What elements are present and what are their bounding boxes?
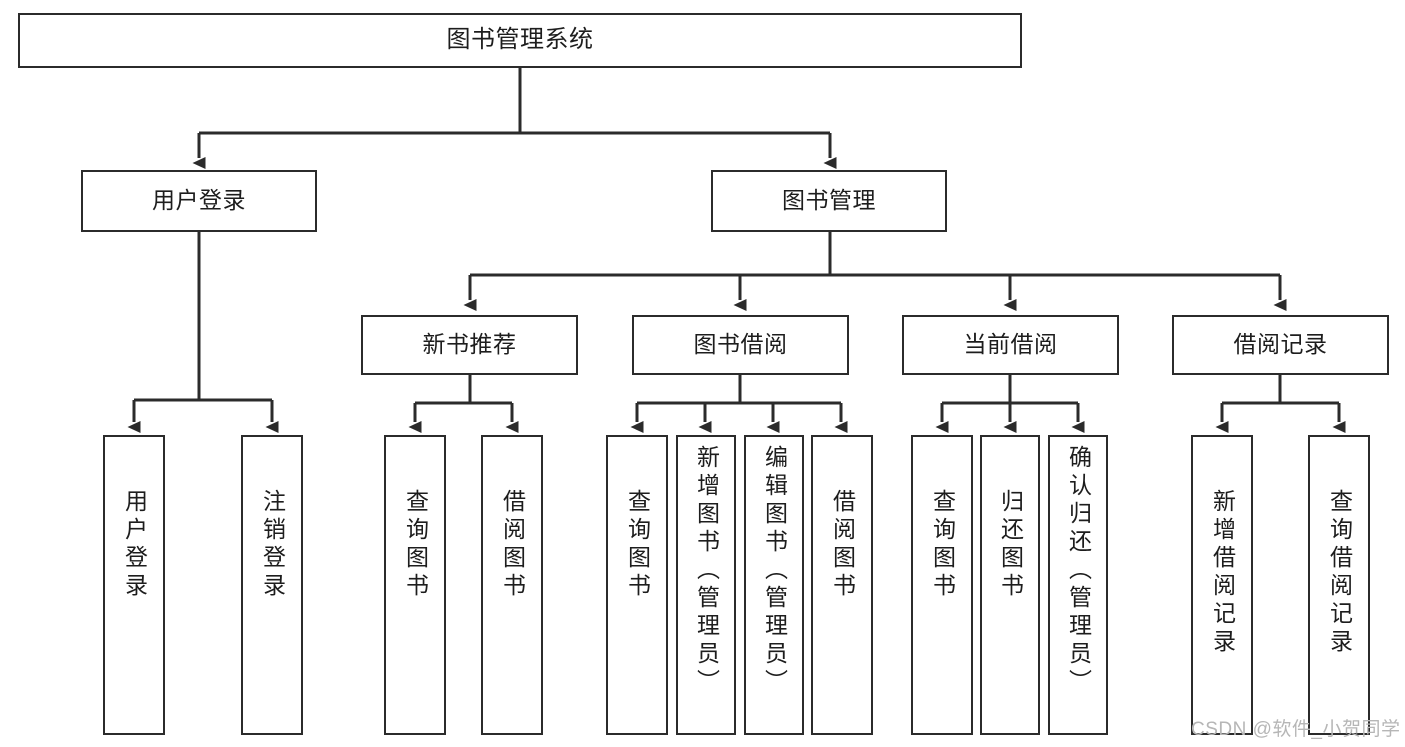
node-label: 借阅记录 [1233, 331, 1328, 358]
leaf-edit-book-admin[interactable]: 编辑图书（管理员） [744, 435, 804, 735]
node-label: 图书管理系统 [446, 26, 594, 54]
leaf-query-borrow-record[interactable]: 查询借阅记录 [1308, 435, 1370, 735]
node-label: 查询图书 [624, 489, 651, 601]
csdn-watermark: CSDN @软件_小贺同学 [1191, 719, 1401, 740]
node-label: 新增图书（管理员） [693, 445, 720, 697]
leaf-borrow-book-recommend[interactable]: 借阅图书 [481, 435, 543, 735]
node-label: 确认归还（管理员） [1065, 445, 1092, 697]
node-label: 借阅图书 [499, 489, 526, 601]
node-label: 借阅图书 [829, 489, 856, 601]
node-borrow-records[interactable]: 借阅记录 [1172, 315, 1389, 375]
node-label: 新增借阅记录 [1209, 489, 1236, 657]
leaf-logout[interactable]: 注销登录 [241, 435, 303, 735]
node-label: 查询图书 [929, 489, 956, 601]
node-label: 注销登录 [259, 489, 286, 601]
node-label: 用户登录 [152, 187, 246, 214]
node-label: 新书推荐 [422, 331, 517, 358]
leaf-query-book-recommend[interactable]: 查询图书 [384, 435, 446, 735]
leaf-return-book[interactable]: 归还图书 [980, 435, 1040, 735]
node-root-system[interactable]: 图书管理系统 [18, 13, 1022, 68]
leaf-query-book-borrow[interactable]: 查询图书 [606, 435, 668, 735]
node-book-management[interactable]: 图书管理 [711, 170, 947, 232]
leaf-confirm-return-admin[interactable]: 确认归还（管理员） [1048, 435, 1108, 735]
node-label: 编辑图书（管理员） [761, 445, 788, 697]
leaf-user-login[interactable]: 用户登录 [103, 435, 165, 735]
leaf-borrow-book[interactable]: 借阅图书 [811, 435, 873, 735]
node-label: 查询图书 [402, 489, 429, 601]
node-current-borrow[interactable]: 当前借阅 [902, 315, 1119, 375]
node-book-borrow[interactable]: 图书借阅 [632, 315, 849, 375]
node-new-book-recommend[interactable]: 新书推荐 [361, 315, 578, 375]
node-label: 归还图书 [997, 489, 1024, 601]
node-label: 用户登录 [121, 489, 148, 601]
node-user-login[interactable]: 用户登录 [81, 170, 317, 232]
node-label: 当前借阅 [963, 331, 1058, 358]
leaf-add-book-admin[interactable]: 新增图书（管理员） [676, 435, 736, 735]
node-label: 图书借阅 [693, 331, 788, 358]
leaf-add-borrow-record[interactable]: 新增借阅记录 [1191, 435, 1253, 735]
node-label: 图书管理 [782, 187, 876, 214]
node-label: 查询借阅记录 [1326, 489, 1353, 657]
leaf-query-book-current[interactable]: 查询图书 [911, 435, 973, 735]
